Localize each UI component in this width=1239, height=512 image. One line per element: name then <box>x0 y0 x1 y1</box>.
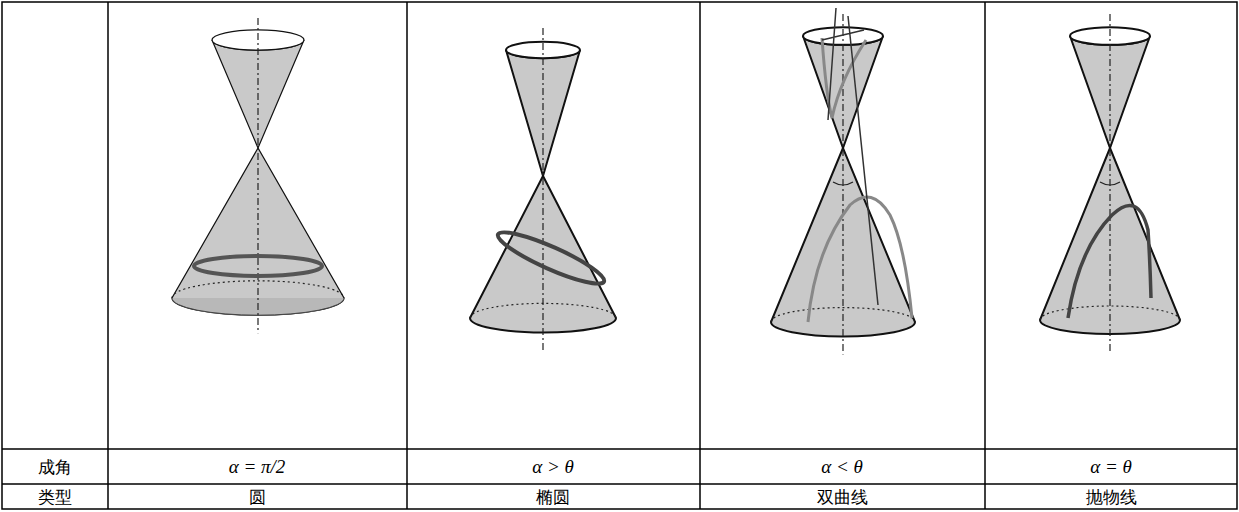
cutting-plane-trace <box>822 8 878 305</box>
hyperbola-lower-branch <box>808 197 912 322</box>
double-cone <box>1040 14 1180 352</box>
double-cone <box>470 28 616 351</box>
angle-arc <box>833 182 853 185</box>
column-line <box>107 2 109 509</box>
curve-type: 椭圆 <box>536 487 570 507</box>
angle-condition: α = θ <box>1090 456 1132 479</box>
angle-condition: α = π/2 <box>229 456 286 479</box>
curve-type: 双曲线 <box>817 487 868 507</box>
column-line <box>406 2 408 509</box>
cone-axis <box>542 28 543 351</box>
circle-section <box>194 256 322 276</box>
row-header: 成角 <box>38 457 72 477</box>
cone-axis <box>842 14 843 354</box>
row-line <box>2 448 1237 450</box>
ellipse-section <box>494 224 609 291</box>
double-cone <box>771 14 915 354</box>
angle-condition: α > θ <box>532 456 574 479</box>
curve-type: 圆 <box>249 487 266 507</box>
column-line <box>699 2 701 509</box>
parabola-section <box>1068 205 1151 318</box>
curve-type: 抛物线 <box>1086 487 1137 507</box>
angle-arc <box>1100 182 1120 185</box>
cone-axis <box>257 18 258 333</box>
row-header: 类型 <box>38 487 72 507</box>
double-cone <box>172 18 344 333</box>
row-line <box>2 483 1237 485</box>
column-line <box>984 2 986 509</box>
angle-condition: α < θ <box>821 456 863 479</box>
cone-axis <box>1109 14 1110 352</box>
